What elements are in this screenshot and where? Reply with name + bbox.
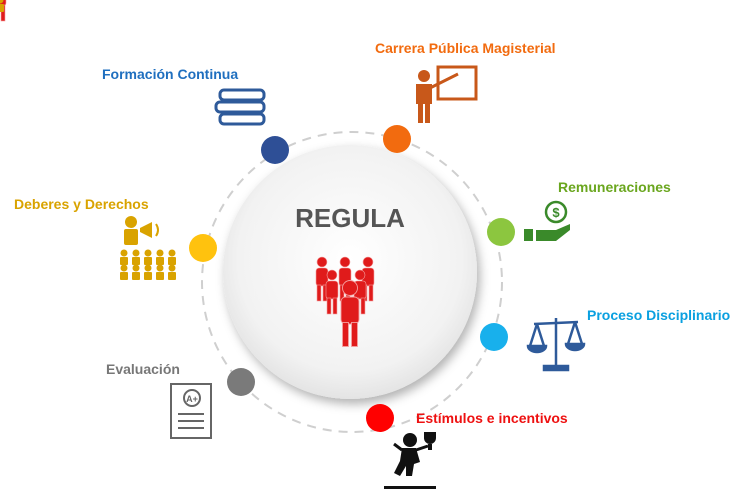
label-deberes-derechos: Deberes y Derechos [14,196,149,212]
label-formacion-continua: Formación Continua [102,66,239,82]
dot-estimulos [366,404,394,432]
dot-evaluacion [227,368,255,396]
label-remuneraciones: Remuneraciones [558,179,671,195]
dot-formacion [261,136,289,164]
trophy-person-icon [384,432,436,489]
dot-disciplinario [480,323,508,351]
label-evaluacion: Evaluación [106,361,180,377]
scales-icon [526,318,586,372]
dashed-ring [201,131,503,433]
dot-remuneraciones [487,218,515,246]
exam-grade: A+ [186,394,198,404]
svg-text:$: $ [552,205,560,220]
money-hand-icon: $ [524,200,570,241]
label-proceso-disciplinario: Proceso Disciplinario [587,307,731,323]
label-estimulos: Estímulos e incentivos [416,410,568,426]
speaker-audience-icon [0,0,176,280]
center-title: REGULA [295,203,405,233]
teacher-board-icon [416,65,478,123]
label-carrera-publica: Carrera Pública Magisterial [375,40,556,56]
books-icon [214,88,266,126]
dot-deberes [189,234,217,262]
dot-carrera [383,125,411,153]
graded-exam-icon [170,383,212,439]
